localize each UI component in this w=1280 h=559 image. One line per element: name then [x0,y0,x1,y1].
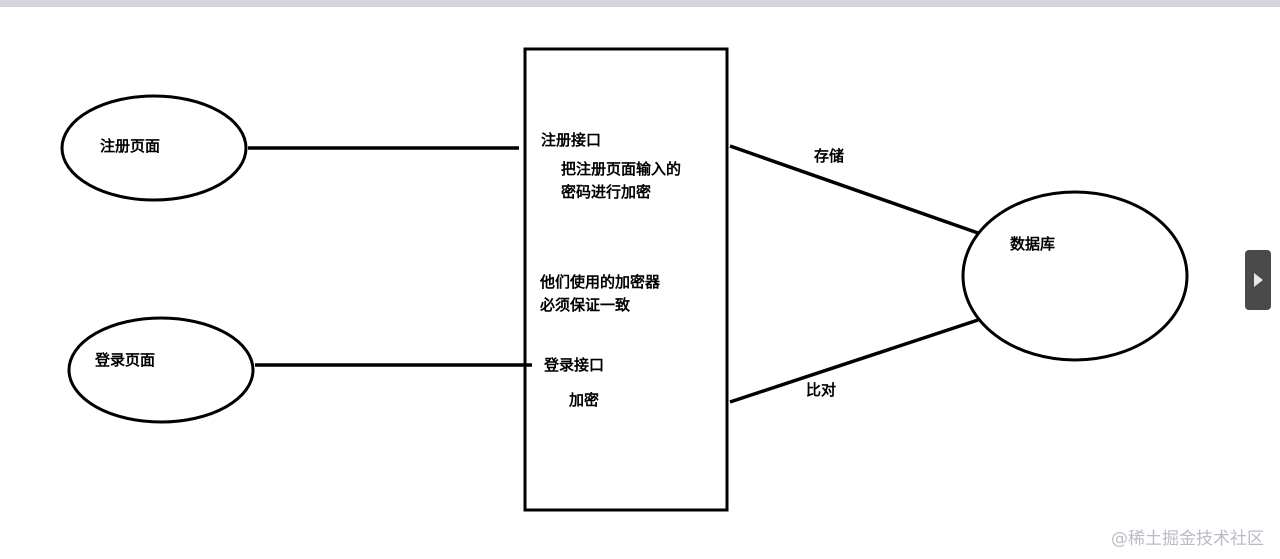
shared-note-line1: 他们使用的加密器 [539,273,661,291]
register-page-label: 注册页面 [100,137,160,155]
register-api-label: 注册接口 [541,131,601,149]
compare-connector [729,318,979,404]
login-page-node [67,316,255,424]
database-node [961,190,1189,362]
register-note-line2: 密码进行加密 [561,183,651,201]
register-note-line1: 把注册页面输入的 [561,160,681,178]
register-page-node [60,94,248,202]
watermark: @稀土掘金技术社区 [1111,529,1264,549]
database-label: 数据库 [1010,235,1055,253]
next-button[interactable] [1245,250,1271,310]
compare-edge-label: 比对 [806,381,836,399]
login-note-label: 加密 [568,391,599,409]
top-bar [0,0,1280,7]
shared-note-line2: 必须保证一致 [539,296,631,314]
login-page-label: 登录页面 [94,351,155,369]
api-box [523,47,729,512]
login-api-label: 登录接口 [543,356,604,374]
store-edge-label: 存储 [814,147,844,165]
play-arrow-icon [1254,273,1263,287]
store-connector [729,144,979,235]
